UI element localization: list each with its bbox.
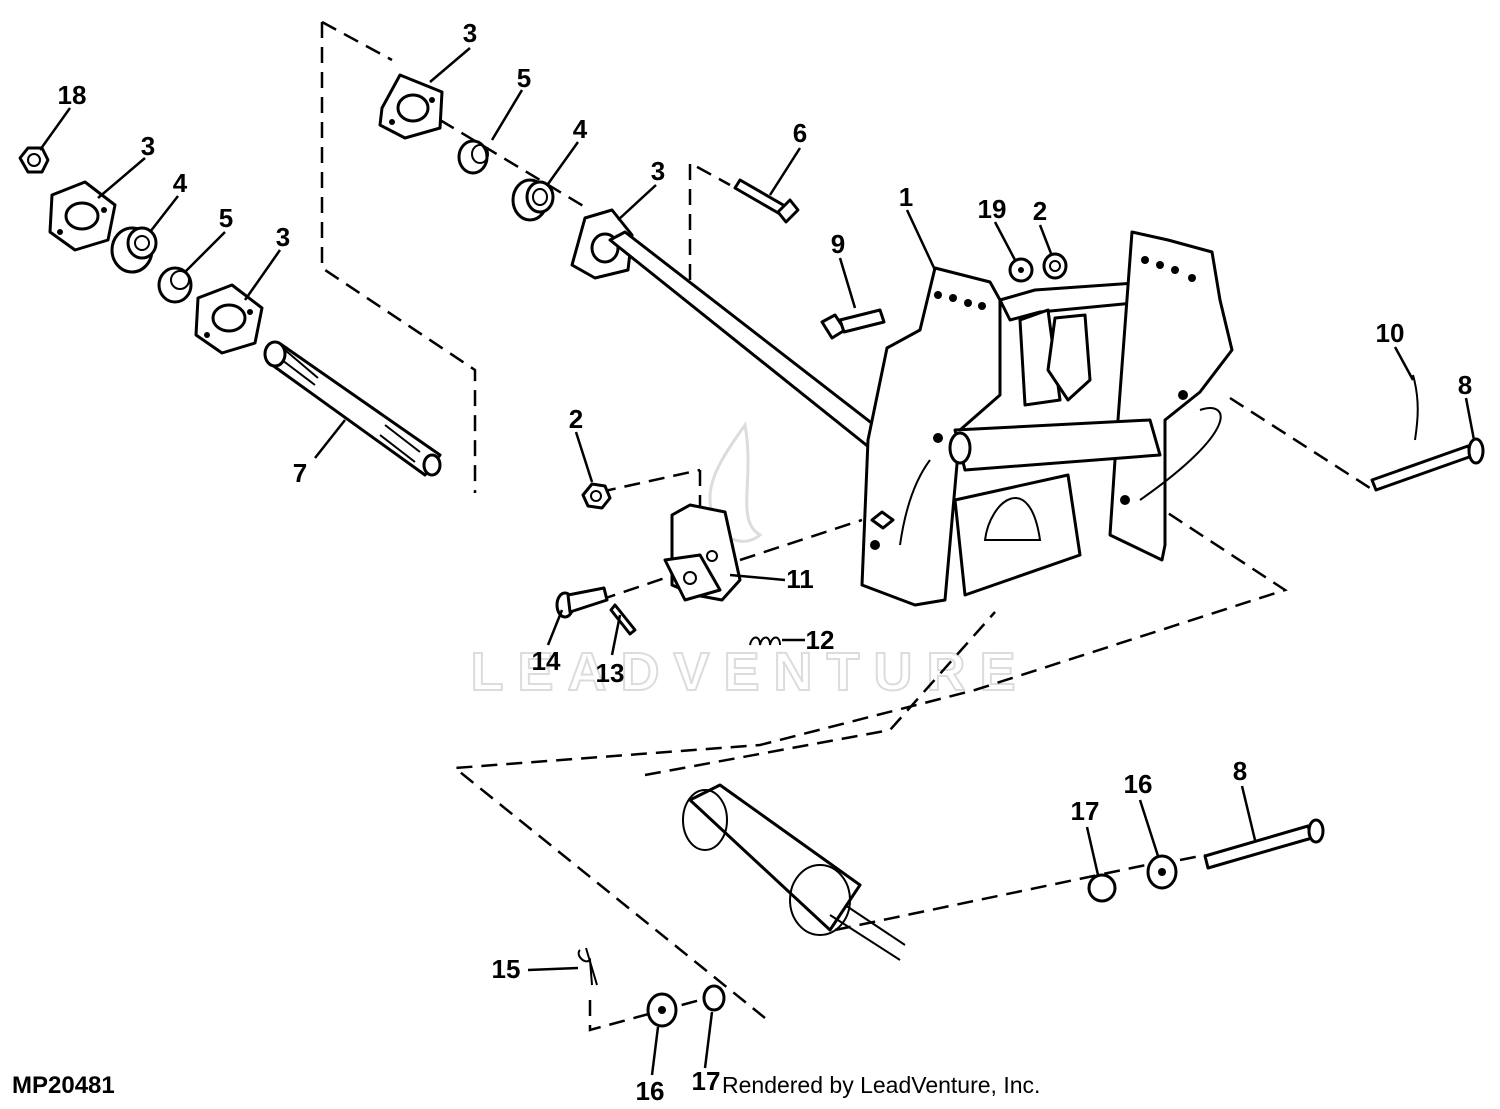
bracket-stud	[870, 510, 895, 530]
latch-plate-11	[663, 503, 742, 602]
bushing-17-left	[702, 984, 726, 1012]
clevis-pin-14	[555, 586, 609, 619]
bolt-6	[733, 178, 800, 224]
bearing-left	[110, 226, 158, 274]
watermark: LEADVENTURE	[469, 421, 1029, 703]
callout-8: 8	[1233, 756, 1247, 786]
render-credit: Rendered by LeadVenture, Inc.	[722, 1072, 1041, 1098]
callout-19: 19	[978, 194, 1007, 224]
bearing-top	[511, 178, 555, 222]
callout-1: 1	[899, 182, 913, 212]
callout-8: 8	[1458, 370, 1472, 400]
callout-9: 9	[831, 229, 845, 259]
callout-17: 17	[1071, 796, 1100, 826]
callout-5: 5	[517, 63, 531, 93]
callout-3: 3	[276, 222, 290, 252]
spacer-top	[457, 139, 489, 175]
watermark-text: LEADVENTURE	[470, 642, 1029, 702]
callout-4: 4	[173, 168, 188, 198]
flange-housing-middle	[194, 283, 264, 355]
callout-13: 13	[596, 658, 625, 688]
callout-7: 7	[293, 458, 307, 488]
figure-id-label: MP20481	[12, 1072, 115, 1099]
lift-cylinder	[682, 783, 906, 961]
flange-housing-top	[378, 73, 444, 140]
watermark-flame-icon	[708, 421, 763, 543]
callouts: 18 3 4 5 3 3 5 4 3 6 7 9 1 19 2 10 8 2 1…	[58, 18, 1473, 1106]
washer-16-right	[1146, 854, 1178, 890]
bolt-9	[820, 308, 886, 340]
flange-housing-left	[48, 180, 117, 252]
leader-lines	[38, 47, 1476, 1076]
callout-16: 16	[1124, 769, 1153, 799]
callout-12: 12	[806, 625, 835, 655]
callout-3: 3	[141, 131, 155, 161]
callout-6: 6	[793, 118, 807, 148]
spring-12	[749, 636, 781, 646]
callout-18: 18	[58, 80, 87, 110]
callout-4: 4	[573, 114, 588, 144]
bushing-17-right	[1087, 873, 1117, 903]
nut-2-top	[1042, 252, 1068, 280]
washer-19	[1008, 257, 1034, 283]
flange-housing-shaft	[570, 208, 634, 280]
clevis-pin-8-top	[1370, 437, 1485, 492]
callout-2: 2	[569, 404, 583, 434]
nut-2-lower	[581, 482, 612, 510]
callout-3: 3	[651, 156, 665, 186]
assembly-lines	[320, 20, 1371, 1032]
callout-16: 16	[636, 1076, 665, 1106]
callout-3: 3	[463, 18, 477, 48]
callout-11: 11	[786, 564, 814, 594]
callout-10: 10	[1376, 318, 1405, 348]
cotter-pin-13	[609, 603, 637, 636]
callout-15: 15	[492, 954, 521, 984]
washer-16-left	[646, 992, 678, 1028]
cotter-pin-15	[577, 947, 598, 986]
callout-2: 2	[1033, 196, 1047, 226]
callout-14: 14	[532, 646, 561, 676]
hair-pin-10	[1412, 374, 1419, 441]
callout-17: 17	[692, 1066, 721, 1096]
hex-nut-18	[18, 146, 50, 174]
callout-5: 5	[219, 203, 233, 233]
splined-shaft-7	[263, 340, 442, 477]
drive-tube	[608, 230, 902, 462]
hitch-bracket-1	[860, 230, 1234, 607]
spacer-left	[157, 266, 193, 304]
clevis-pin-8-lower	[1203, 818, 1325, 870]
